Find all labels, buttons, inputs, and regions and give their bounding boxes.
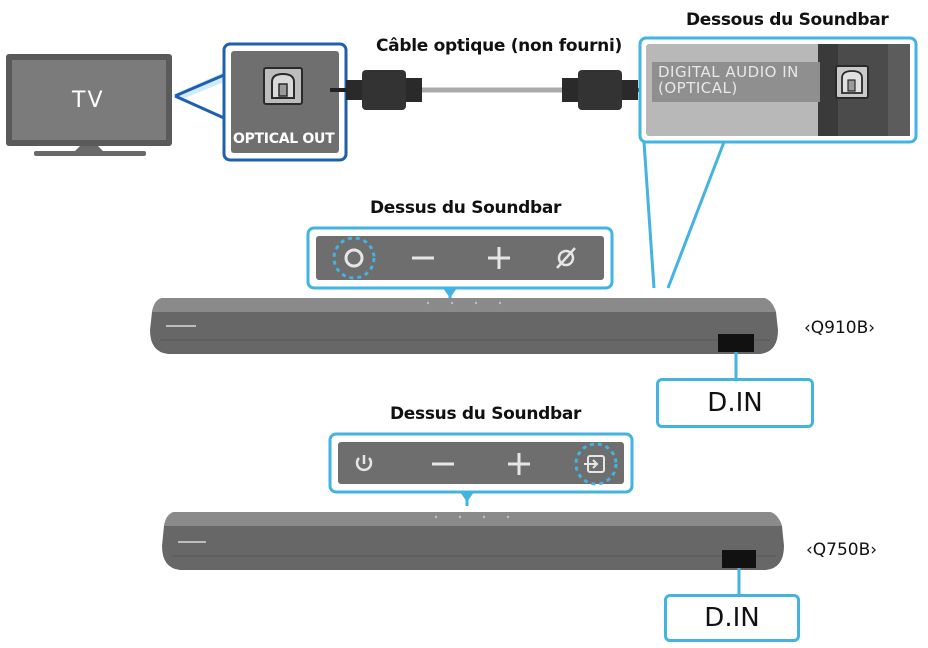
plus-icon: [488, 247, 510, 269]
bottom-callout-line-left: [642, 141, 656, 289]
optical-cable: [330, 70, 660, 110]
tv-label: TV: [72, 88, 105, 113]
tv-callout-top: [174, 73, 225, 98]
digital-audio-in-port-icon: [835, 65, 869, 99]
mic-off-icon: [556, 247, 576, 269]
source-input-icon: [574, 442, 618, 486]
model-q750b: ‹Q750B›: [806, 540, 878, 560]
top-panel-q910b: [306, 226, 614, 290]
power-icon: [355, 455, 373, 472]
optical-port-icon: [263, 67, 303, 105]
top-title-1: Dessus du Soundbar: [370, 198, 562, 218]
cable-label: Câble optique (non fourni): [376, 36, 622, 56]
digital-audio-in-line1: DIGITAL AUDIO IN: [658, 63, 799, 81]
din-badge-1: D.IN: [656, 378, 814, 428]
digital-audio-in-line2: (OPTICAL): [658, 79, 738, 97]
bottom-title: Dessous du Soundbar: [686, 10, 889, 30]
model-q910b: ‹Q910B›: [804, 318, 876, 338]
bottom-callout-line-right: [666, 141, 726, 289]
power-ring-icon: [332, 236, 376, 280]
soundbar-bottom-callout: [638, 36, 918, 144]
top-panel-q750b: [328, 432, 634, 494]
top-title-2: Dessus du Soundbar: [390, 404, 582, 424]
digital-audio-in-label: DIGITAL AUDIO IN (OPTICAL): [658, 64, 799, 96]
tv: [6, 54, 172, 156]
soundbar-q750b: [162, 512, 784, 570]
optical-out-label: OPTICAL OUT: [233, 131, 335, 147]
optical-out-callout: [222, 42, 348, 162]
soundbar-q910b: [150, 298, 778, 354]
tv-callout-bottom: [174, 94, 225, 120]
plus-icon: [508, 453, 530, 475]
din-badge-2: D.IN: [664, 594, 800, 642]
